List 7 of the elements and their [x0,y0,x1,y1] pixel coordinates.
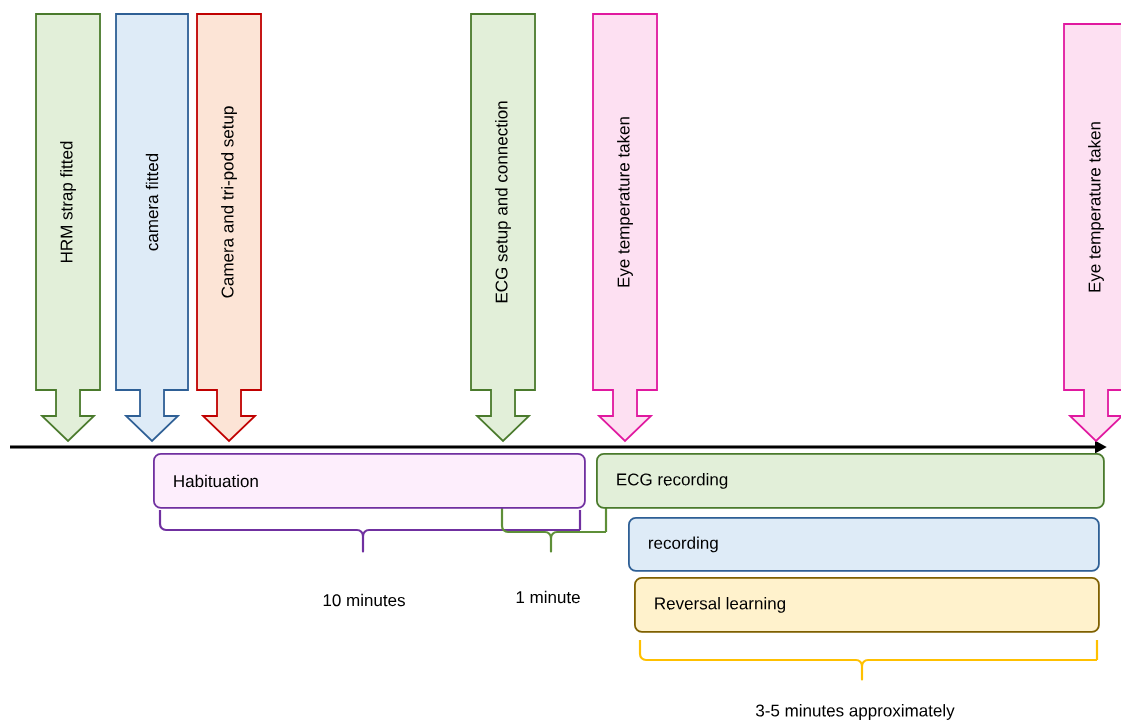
duration-label: 1 minute [516,590,580,604]
phase-bar: Reversal learning [634,577,1100,633]
phase-bar: ECG recording [596,453,1105,509]
duration-label: 3-5 minutes approximately [755,704,955,720]
phase-bar: recording [628,517,1100,572]
duration-label: 10 minutes [323,593,405,607]
phase-bar: Habituation [153,453,586,509]
